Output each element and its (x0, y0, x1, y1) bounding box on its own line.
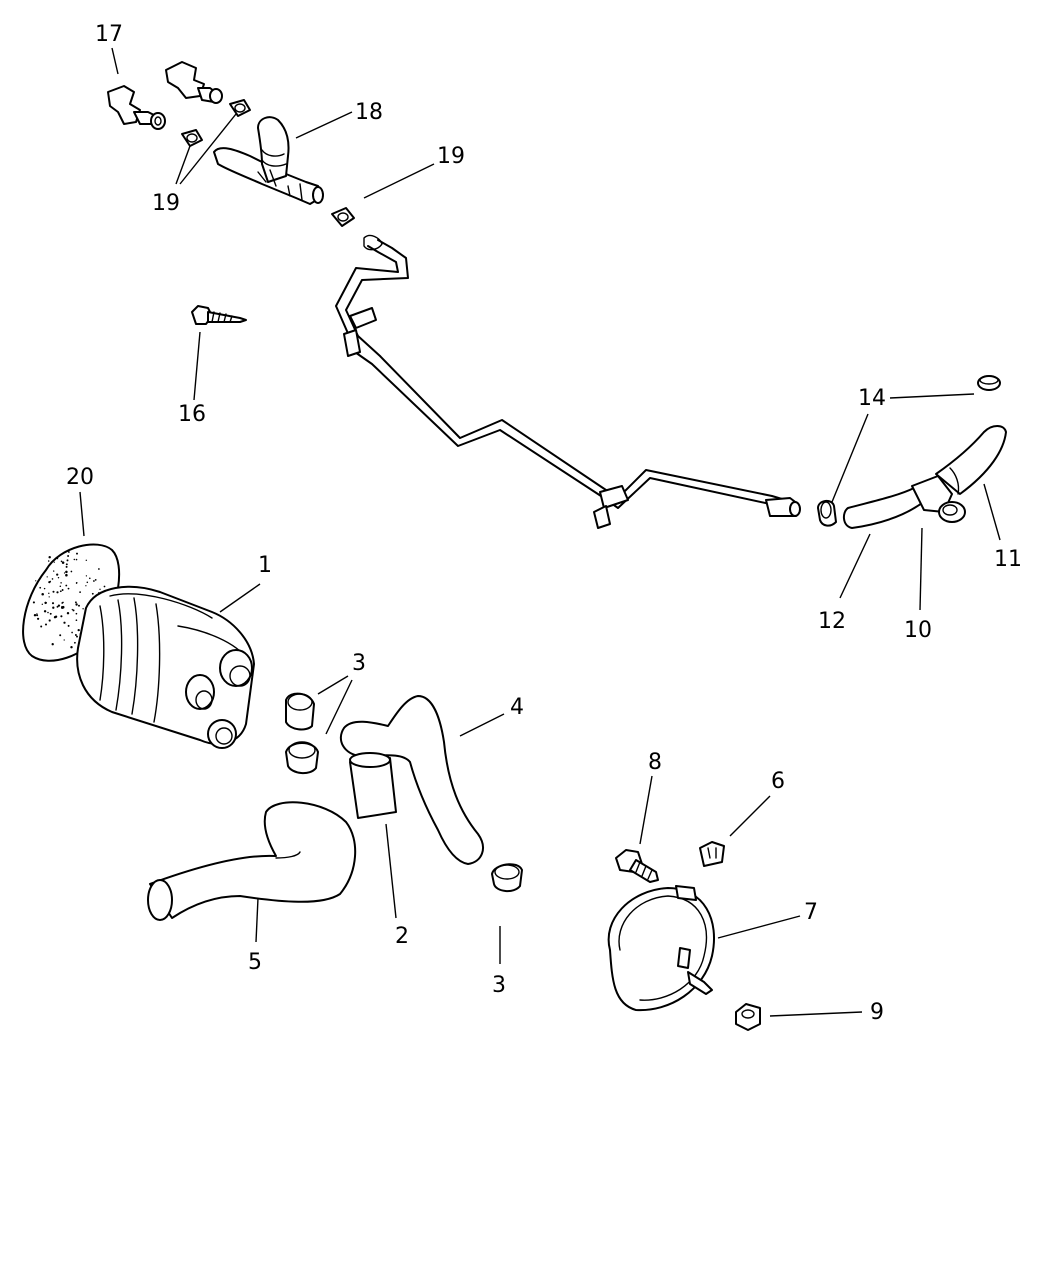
part-9-nut (735, 1003, 761, 1031)
callout-5: 5 (248, 950, 262, 975)
leader-3a-1 (317, 675, 349, 695)
leader-12 (839, 533, 871, 599)
callout-17: 17 (95, 22, 123, 47)
callout-3: 3 (492, 973, 506, 998)
leader-19a-1 (175, 145, 191, 185)
leader-9 (769, 1011, 863, 1017)
callout-10: 10 (904, 618, 932, 643)
callout-7: 7 (804, 900, 818, 925)
part-14-clamp-low (817, 500, 837, 527)
part-19-cap-b (229, 99, 251, 117)
callout-19: 19 (437, 144, 465, 169)
leader-2 (385, 823, 397, 919)
leader-8 (639, 775, 653, 845)
leader-14a (889, 393, 975, 399)
leader-7 (717, 915, 801, 939)
leader-20 (79, 491, 85, 537)
callout-4: 4 (510, 695, 524, 720)
part-1-canister (76, 585, 255, 749)
callout-1: 1 (258, 553, 272, 578)
part-5-hose (147, 801, 357, 921)
callout-8: 8 (648, 750, 662, 775)
callout-11: 11 (994, 547, 1022, 572)
callout-18: 18 (355, 100, 383, 125)
part-17-valve-right (165, 61, 223, 104)
main-vacuum-line (335, 234, 801, 529)
part-6-clip (699, 841, 725, 867)
part-2-sleeve (349, 752, 397, 819)
callout-14: 14 (858, 386, 886, 411)
part-19-cap-c (331, 207, 355, 227)
callout-12: 12 (818, 609, 846, 634)
part-3-clamp-b (285, 741, 319, 774)
callout-19: 19 (152, 191, 180, 216)
leader-10 (919, 527, 923, 611)
leader-5 (255, 897, 259, 943)
part-16-screw (191, 305, 247, 325)
leader-17 (111, 47, 119, 75)
leader-6 (729, 795, 771, 837)
part-12-hose (842, 487, 927, 529)
leader-1 (219, 583, 261, 613)
part-8-bolt (615, 849, 659, 883)
part-14-clamp-top (977, 375, 1001, 391)
leader-18 (295, 111, 353, 139)
leader-3a-2 (325, 679, 353, 735)
callout-9: 9 (870, 1000, 884, 1025)
leader-4 (459, 713, 505, 737)
part-17-valve-left (107, 85, 166, 130)
callout-3: 3 (352, 651, 366, 676)
part-18-tee-hose (213, 116, 324, 205)
part-7-strap (607, 885, 716, 1012)
part-10-tee (911, 475, 966, 523)
part-4-hose (339, 695, 484, 865)
callout-20: 20 (66, 465, 94, 490)
leader-11 (983, 483, 1001, 541)
part-11-hose (935, 425, 1007, 495)
callout-2: 2 (395, 924, 409, 949)
leader-19b (363, 163, 435, 199)
leader-19a-2 (179, 113, 237, 185)
callout-16: 16 (178, 402, 206, 427)
leader-14b (831, 413, 869, 503)
part-19-cap-a (181, 129, 203, 147)
leader-16 (193, 331, 201, 401)
part-3-clamp-a (285, 692, 315, 731)
callout-6: 6 (771, 769, 785, 794)
part-3-clamp-c (491, 863, 523, 892)
